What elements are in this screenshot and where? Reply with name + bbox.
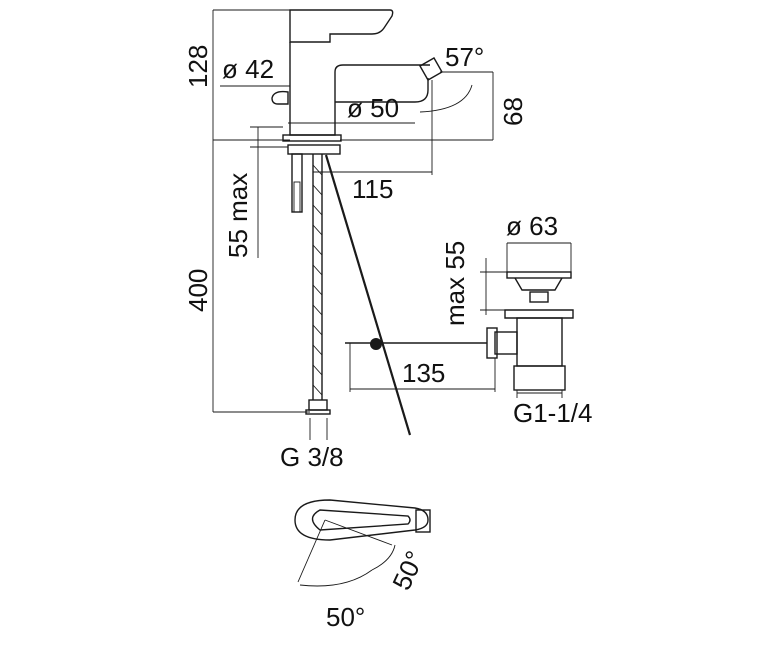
label-hose-length: 400 xyxy=(183,269,213,312)
drain-dimension-lines xyxy=(349,242,572,398)
label-drain-deck: max 55 xyxy=(440,241,470,326)
drain-side-view xyxy=(345,271,574,391)
dimension-labels: 128 ø 42 57° ø 50 68 115 55 max 400 G 3/… xyxy=(183,42,593,632)
label-spout-reach: 115 xyxy=(352,174,393,204)
label-faucet-height: 128 xyxy=(183,45,213,88)
label-lever-angle-left: 50° xyxy=(326,602,365,632)
label-pull-rod-reach: 135 xyxy=(402,358,445,388)
label-drain-thread: G1-1/4 xyxy=(513,398,593,428)
label-drain-diameter: ø 63 xyxy=(506,211,558,241)
faucet-top-view xyxy=(294,499,431,587)
label-lever-angle-right: 50° xyxy=(386,546,430,594)
label-base-diameter: ø 50 xyxy=(347,93,399,123)
faucet-side-view xyxy=(271,9,443,436)
label-body-diameter: ø 42 xyxy=(222,54,274,84)
label-deck-thickness: 55 max xyxy=(223,173,253,258)
faucet-dimension-lines xyxy=(212,9,494,440)
label-spout-height: 68 xyxy=(498,97,528,126)
label-spout-angle: 57° xyxy=(445,42,484,72)
label-hose-thread: G 3/8 xyxy=(280,442,344,472)
